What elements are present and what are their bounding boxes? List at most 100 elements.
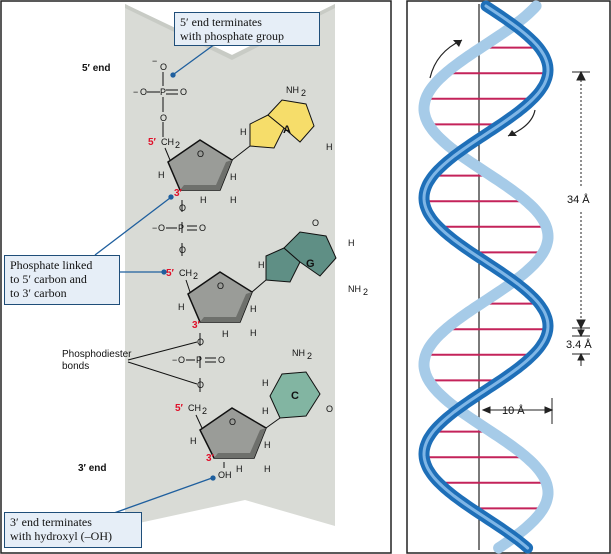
base-ring-a6: [267, 99, 315, 143]
h-2d: H: [250, 328, 257, 338]
five-prime-end-label: 5′ end: [82, 63, 111, 74]
c-nh2: NH: [292, 348, 305, 358]
c-h1: H: [262, 378, 269, 388]
ch2-sub-1: 2: [175, 140, 180, 150]
base-cytosine: C NH 2 H H O: [262, 348, 333, 419]
callout-three-prime: 3′ end terminates with hydroxyl (–OH): [4, 512, 142, 548]
ch2-label-3: CH: [188, 403, 201, 413]
pitch-measure: [572, 70, 590, 330]
h-1a: H: [158, 170, 165, 180]
phosphodiester-pointer-1: [127, 341, 198, 361]
a-h: H: [240, 127, 247, 137]
phosphodiester-label: Phosphodiester bonds: [62, 349, 134, 372]
g-nh2-sub: 2: [363, 287, 368, 297]
width-measure: [481, 398, 554, 424]
rise-measure: [572, 326, 590, 366]
sugar-shade-2: [200, 292, 252, 322]
link2-o-top: O: [197, 337, 204, 347]
sugar-shade-3: [214, 428, 266, 458]
c-o: O: [326, 404, 333, 414]
h-3a: H: [190, 436, 197, 446]
link1-o-top: O: [179, 203, 186, 213]
base-adenine: A H NH 2 H: [240, 85, 333, 152]
atom-o-ester: O: [160, 113, 167, 123]
strand-back: [418, 0, 554, 554]
phosphodiester-label-line2: bonds: [62, 361, 89, 372]
carbon-5-label-1: 5′: [148, 137, 157, 148]
strand-front-highlight: [422, 4, 550, 550]
h-1c: H: [200, 195, 207, 205]
width-measure-label: 10 Å: [502, 404, 525, 417]
callout-five-prime: 5′ end terminates with phosphate group: [174, 12, 320, 46]
base-ring-g6: [283, 231, 337, 277]
link1-p: P: [178, 223, 184, 233]
a-nh2-sub: 2: [301, 88, 306, 98]
g-nh2: NH: [348, 284, 361, 294]
atom-o-top: O: [160, 62, 167, 72]
rotation-arrowhead-top: [453, 40, 462, 47]
link1-minus: −: [152, 223, 157, 233]
c5-bond-1: [164, 147, 171, 161]
g-h2: H: [348, 238, 355, 248]
carbon-3-label-2: 3′: [192, 320, 201, 331]
link2-o-left: O: [178, 355, 185, 365]
ch2-label-1: CH: [161, 137, 174, 147]
base-guanine: G H O H NH 2: [258, 218, 368, 297]
ch2-sub-3: 2: [202, 406, 207, 416]
carbon-5-label-3: 5′: [175, 403, 184, 414]
carbon-3-label-3: 3′: [206, 453, 215, 464]
glycosidic-bond-1: [231, 145, 251, 161]
sugar-o-2: O: [217, 281, 224, 291]
base-letter-g: G: [306, 258, 315, 270]
h-3b: H: [264, 440, 271, 450]
base-pairs: [424, 21, 548, 535]
rotation-arrowhead-bottom: [508, 130, 517, 136]
ch2-label-2: CH: [179, 268, 192, 278]
link2-o-bottom: O: [197, 380, 204, 390]
sugar-o-3: O: [229, 417, 236, 427]
link2-minus: −: [172, 355, 177, 365]
link1-o-left: O: [158, 223, 165, 233]
c5-bond-3: [195, 414, 203, 429]
a-nh2: NH: [286, 85, 299, 95]
h-2b: H: [250, 304, 257, 314]
c5-bond-2: [185, 279, 191, 293]
h-2a: H: [178, 302, 185, 312]
base-ring-c6: [269, 371, 321, 419]
glycosidic-bond-3: [265, 417, 281, 429]
link2-p: P: [196, 355, 202, 365]
glycosidic-bond-2: [251, 279, 267, 293]
atom-o-left: O: [140, 87, 147, 97]
h-1b: H: [230, 172, 237, 182]
terminal-phosphate-group: [147, 72, 178, 137]
h-3d: H: [264, 464, 271, 474]
atom-minus-o: −: [133, 87, 138, 97]
h-1d: H: [230, 195, 237, 205]
atom-p-top: P: [160, 87, 166, 97]
terminal-oh: OH: [218, 470, 232, 480]
c-h2: H: [262, 406, 269, 416]
link1-o-bottom: O: [179, 245, 186, 255]
atom-minus-top: −: [152, 56, 157, 66]
phosphodiester-label-line1: Phosphodiester: [62, 349, 132, 360]
link2-o-right: O: [218, 355, 225, 365]
three-prime-end-label: 3′ end: [78, 463, 107, 474]
c-nh2-sub: 2: [307, 351, 312, 361]
base-letter-a: A: [283, 124, 291, 136]
phosphodiester-link-1: [166, 200, 197, 256]
g-o: O: [312, 218, 319, 228]
h-3c: H: [236, 464, 243, 474]
sugar-shade-1: [180, 160, 232, 190]
phosphodiester-pointer-2: [127, 361, 198, 385]
link1-o-right: O: [199, 223, 206, 233]
base-letter-c: C: [291, 390, 299, 402]
sugar-o-1: O: [197, 149, 204, 159]
callout-phosphate-link: Phosphate linked to 5′ carbon and to 3′ …: [4, 255, 120, 305]
rise-measure-label: 3.4 Å: [566, 338, 592, 351]
carbon-5-label-2: 5′: [166, 268, 175, 279]
phosphodiester-link-2: [186, 333, 216, 392]
ch2-sub-2: 2: [193, 271, 198, 281]
a-h2: H: [326, 142, 333, 152]
g-h: H: [258, 260, 265, 270]
pitch-measure-label: 34 Å: [567, 193, 590, 206]
